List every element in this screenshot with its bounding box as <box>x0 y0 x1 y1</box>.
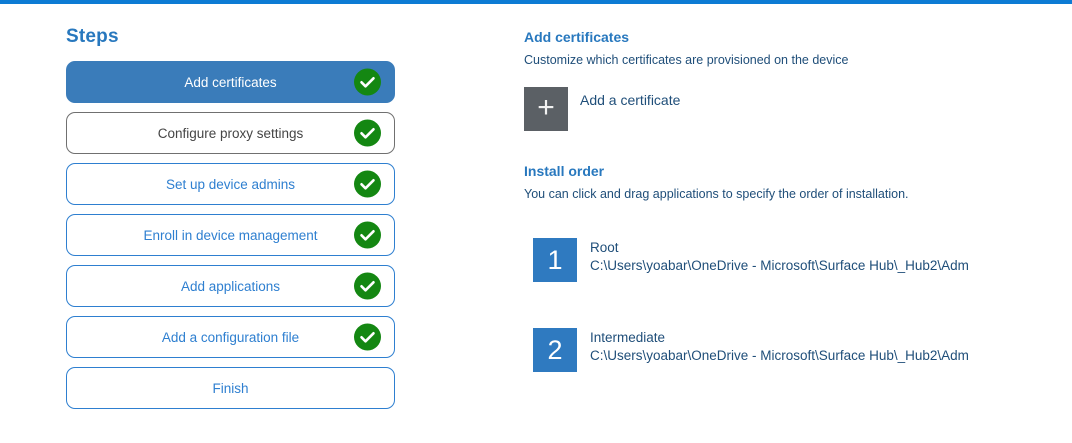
certificate-path: C:\Users\yoabar\OneDrive - Microsoft\Sur… <box>590 258 969 273</box>
install-order-item-root[interactable]: 1 Root C:\Users\yoabar\OneDrive - Micros… <box>533 238 1064 282</box>
step-label: Add applications <box>180 278 281 294</box>
check-icon <box>354 68 381 96</box>
step-button-finish[interactable]: Finish <box>66 367 395 409</box>
step-button-add-applications[interactable]: Add applications <box>66 265 395 307</box>
steps-heading: Steps <box>66 26 119 47</box>
check-icon <box>354 119 381 147</box>
check-icon <box>354 272 381 300</box>
install-order-description: You can click and drag applications to s… <box>524 187 909 201</box>
step-label: Configure proxy settings <box>157 125 304 141</box>
step-button-enroll-in-device-management[interactable]: Enroll in device management <box>66 214 395 256</box>
add-certificate-button[interactable]: + Add a certificate <box>524 87 680 131</box>
certificate-name: Intermediate <box>590 330 666 345</box>
step-content-panel: Add certificates Customize which certifi… <box>524 28 1064 372</box>
step-button-set-up-device-admins[interactable]: Set up device admins <box>66 163 395 205</box>
order-number: 2 <box>547 334 563 365</box>
install-order-list: 1 Root C:\Users\yoabar\OneDrive - Micros… <box>533 238 1064 372</box>
check-icon <box>354 323 381 351</box>
certificate-path: C:\Users\yoabar\OneDrive - Microsoft\Sur… <box>590 348 969 363</box>
step-label: Enroll in device management <box>143 227 318 243</box>
accent-top-bar <box>0 0 1072 4</box>
certificate-name: Root <box>590 240 619 255</box>
step-button-add-a-configuration-file[interactable]: Add a configuration file <box>66 316 395 358</box>
step-label: Finish <box>212 380 249 396</box>
steps-sidebar: Steps Add certificates Configure proxy s… <box>66 26 395 418</box>
plus-glyph: + <box>537 90 555 124</box>
page-title: Add certificates <box>524 29 630 45</box>
order-number-badge: 1 <box>533 238 577 282</box>
certificate-info: Intermediate C:\Users\yoabar\OneDrive - … <box>590 329 969 365</box>
order-number: 1 <box>547 244 563 275</box>
order-number-badge: 2 <box>533 328 577 372</box>
page-subtitle: Customize which certificates are provisi… <box>524 53 849 67</box>
plus-icon: + <box>524 87 568 131</box>
certificate-info: Root C:\Users\yoabar\OneDrive - Microsof… <box>590 239 969 275</box>
step-label: Set up device admins <box>165 176 296 192</box>
install-order-item-intermediate[interactable]: 2 Intermediate C:\Users\yoabar\OneDrive … <box>533 328 1064 372</box>
step-label: Add a configuration file <box>161 329 300 345</box>
step-button-add-certificates[interactable]: Add certificates <box>66 61 395 103</box>
check-icon <box>354 170 381 198</box>
check-icon <box>354 221 381 249</box>
step-button-configure-proxy-settings[interactable]: Configure proxy settings <box>66 112 395 154</box>
add-certificate-label: Add a certificate <box>580 92 681 108</box>
step-label: Add certificates <box>184 74 277 90</box>
install-order-heading: Install order <box>524 163 605 179</box>
